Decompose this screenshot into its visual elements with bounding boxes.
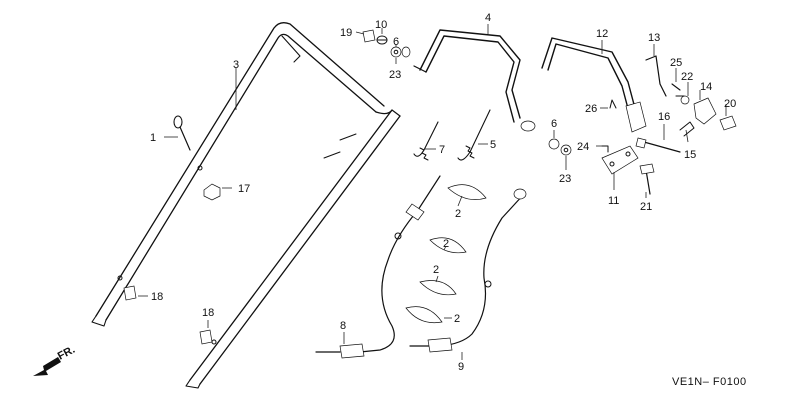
callout-20: 20 bbox=[724, 98, 736, 110]
callout-23b: 23 bbox=[559, 173, 571, 185]
callout-23a: 23 bbox=[389, 69, 401, 81]
callout-21: 21 bbox=[640, 201, 652, 213]
callout-18b: 18 bbox=[202, 307, 214, 319]
bolt-1 bbox=[173, 115, 191, 151]
callout-3: 3 bbox=[233, 59, 239, 71]
spring-5 bbox=[457, 109, 491, 161]
callout-25: 25 bbox=[670, 57, 682, 69]
cable-clamp-2d bbox=[405, 306, 443, 324]
callout-24: 24 bbox=[577, 141, 589, 153]
callout-11: 11 bbox=[608, 195, 619, 207]
cable-9 bbox=[409, 188, 527, 353]
callout-7: 7 bbox=[439, 144, 445, 156]
clip-18b bbox=[199, 329, 213, 345]
front-direction-label: FR. bbox=[56, 344, 77, 363]
callout-22: 22 bbox=[681, 71, 693, 83]
diagram-code: VE1N– F0100 bbox=[672, 376, 747, 388]
callout-19: 19 bbox=[340, 27, 352, 39]
callout-18a: 18 bbox=[151, 291, 163, 303]
cable-clamp-2b bbox=[429, 237, 467, 254]
nut-17 bbox=[203, 183, 221, 201]
control-lever bbox=[541, 37, 647, 133]
handle-frame bbox=[91, 22, 401, 389]
callout-2d: 2 bbox=[454, 313, 460, 325]
callout-labels: 1 2 2 2 2 3 4 5 6 6 7 8 9 10 11 12 13 14… bbox=[150, 12, 736, 373]
callout-6b: 6 bbox=[551, 118, 557, 130]
callout-13: 13 bbox=[648, 32, 660, 44]
callout-15: 15 bbox=[684, 149, 696, 161]
washers-mid bbox=[548, 138, 572, 156]
callout-16: 16 bbox=[658, 111, 670, 123]
hardware-lower-right bbox=[601, 137, 681, 195]
clutch-lever bbox=[413, 29, 536, 132]
leader-lines bbox=[138, 24, 727, 360]
callout-12: 12 bbox=[596, 28, 608, 40]
clip-18a bbox=[123, 285, 137, 301]
callout-2a: 2 bbox=[455, 208, 461, 220]
cable-clamp-2c bbox=[419, 280, 457, 296]
callout-17: 17 bbox=[238, 183, 250, 195]
callout-2c: 2 bbox=[433, 264, 439, 276]
front-direction-arrow: FR. bbox=[33, 344, 77, 376]
cable-8 bbox=[315, 175, 441, 359]
callout-6a: 6 bbox=[393, 36, 399, 48]
callout-4: 4 bbox=[485, 12, 491, 24]
hardware-right bbox=[609, 55, 737, 137]
callout-2b: 2 bbox=[443, 238, 449, 250]
callout-8: 8 bbox=[340, 320, 346, 332]
callout-1: 1 bbox=[150, 132, 156, 144]
callout-5: 5 bbox=[490, 139, 496, 151]
callout-26: 26 bbox=[585, 103, 597, 115]
callout-10: 10 bbox=[375, 19, 387, 31]
spring-7 bbox=[413, 121, 439, 161]
cable-clamp-2a bbox=[447, 184, 487, 200]
hardware-top bbox=[362, 29, 411, 58]
callout-9: 9 bbox=[458, 361, 464, 373]
callout-14: 14 bbox=[700, 81, 712, 93]
